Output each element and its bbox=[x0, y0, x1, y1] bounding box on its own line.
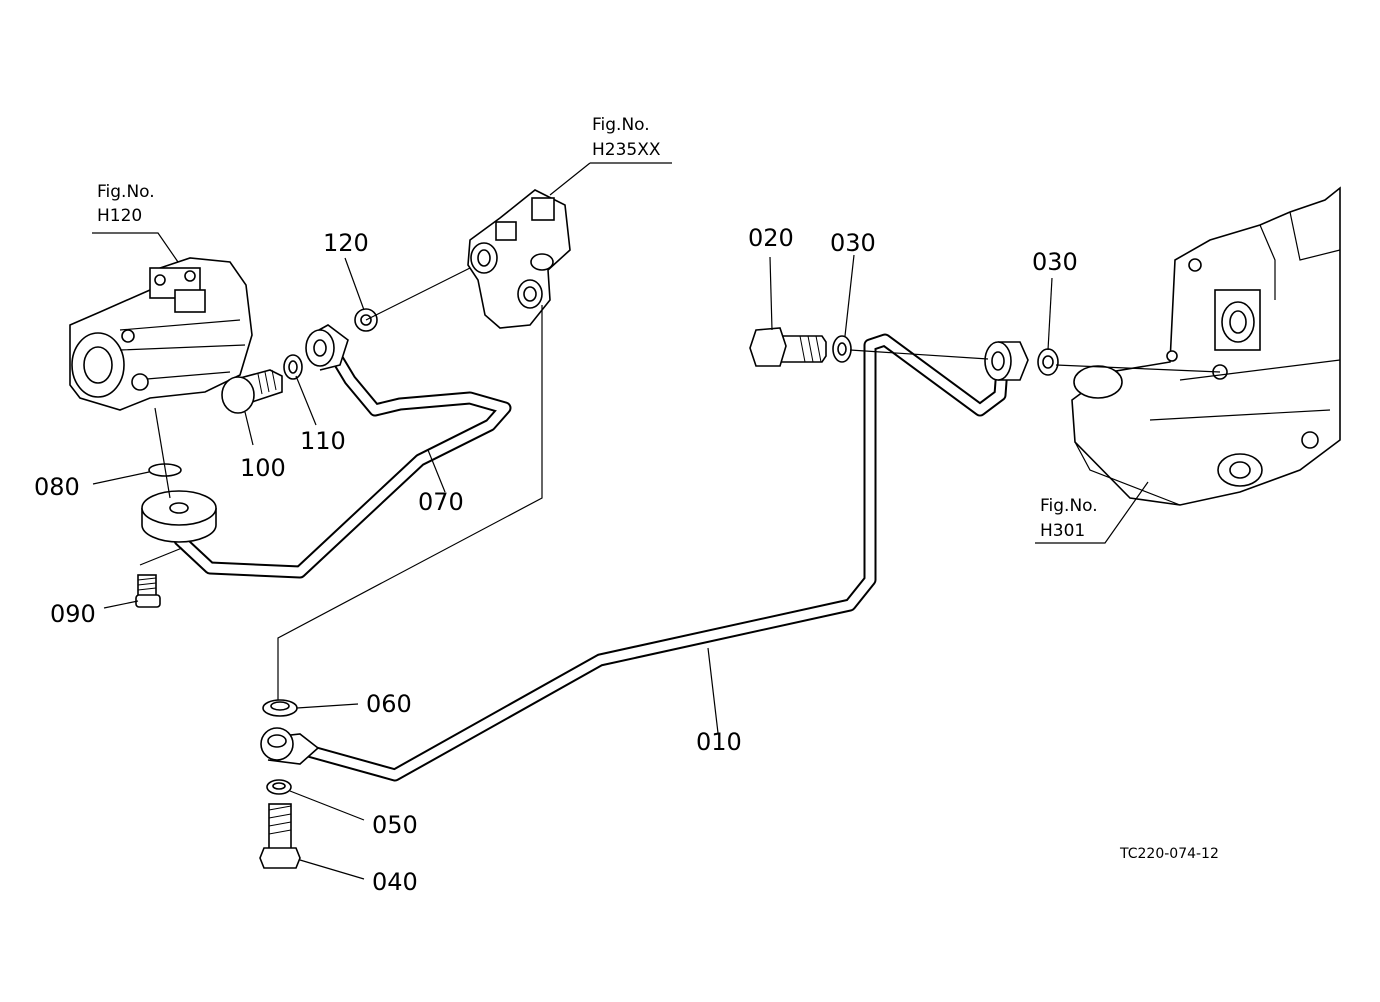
callout-110: 110 bbox=[300, 427, 346, 455]
pipe-flange bbox=[141, 490, 217, 543]
callout-070: 070 bbox=[418, 488, 464, 516]
pipe-070 bbox=[173, 348, 512, 579]
callout-030-left: 030 bbox=[830, 229, 876, 257]
washer-110 bbox=[283, 354, 303, 380]
fig-ref-h120-label: Fig.No. bbox=[97, 182, 155, 202]
callout-010: 010 bbox=[696, 728, 742, 756]
callout-100: 100 bbox=[240, 454, 286, 482]
callout-040: 040 bbox=[372, 868, 418, 896]
callout-020: 020 bbox=[748, 224, 794, 252]
fig-ref-h235-number: H235XX bbox=[592, 140, 661, 160]
pipe-010-eye-upper bbox=[984, 341, 1029, 381]
seal-060 bbox=[262, 699, 298, 717]
fig-ref-h301-label: Fig.No. bbox=[1040, 496, 1098, 516]
fig-ref-h120-number: H120 bbox=[97, 206, 142, 226]
banjo-eye-070 bbox=[305, 324, 349, 371]
hydraulic-cylinder-housing bbox=[1071, 186, 1341, 506]
callout-labels: 010 020 030 030 040 050 060 070 080 090 … bbox=[34, 224, 1078, 896]
pipe-010-eye-lower bbox=[260, 727, 320, 765]
callout-090: 090 bbox=[50, 600, 96, 628]
fig-ref-h235-label: Fig.No. bbox=[592, 115, 650, 135]
washer-050 bbox=[266, 779, 292, 795]
banjo-bolt-020 bbox=[749, 327, 827, 367]
control-valve-block bbox=[467, 189, 571, 329]
drawing-id: TC220-074-12 bbox=[1119, 846, 1219, 862]
callout-120: 120 bbox=[323, 229, 369, 257]
bolt-090 bbox=[135, 574, 161, 608]
banjo-bolt-100 bbox=[221, 369, 283, 414]
hydraulic-pump bbox=[69, 257, 253, 411]
callout-050: 050 bbox=[372, 811, 418, 839]
banjo-bolt-040 bbox=[259, 803, 301, 869]
washer-030-right bbox=[1037, 348, 1059, 376]
callout-060: 060 bbox=[366, 690, 412, 718]
callout-030-right: 030 bbox=[1032, 248, 1078, 276]
leader-lines bbox=[92, 162, 1221, 880]
callout-080: 080 bbox=[34, 473, 80, 501]
washer-030-left bbox=[832, 335, 852, 363]
figure-references: Fig.No. H120 Fig.No. H235XX Fig.No. H301 bbox=[97, 115, 1098, 541]
pipe-010 bbox=[298, 333, 1009, 782]
fig-ref-h301-number: H301 bbox=[1040, 521, 1085, 541]
